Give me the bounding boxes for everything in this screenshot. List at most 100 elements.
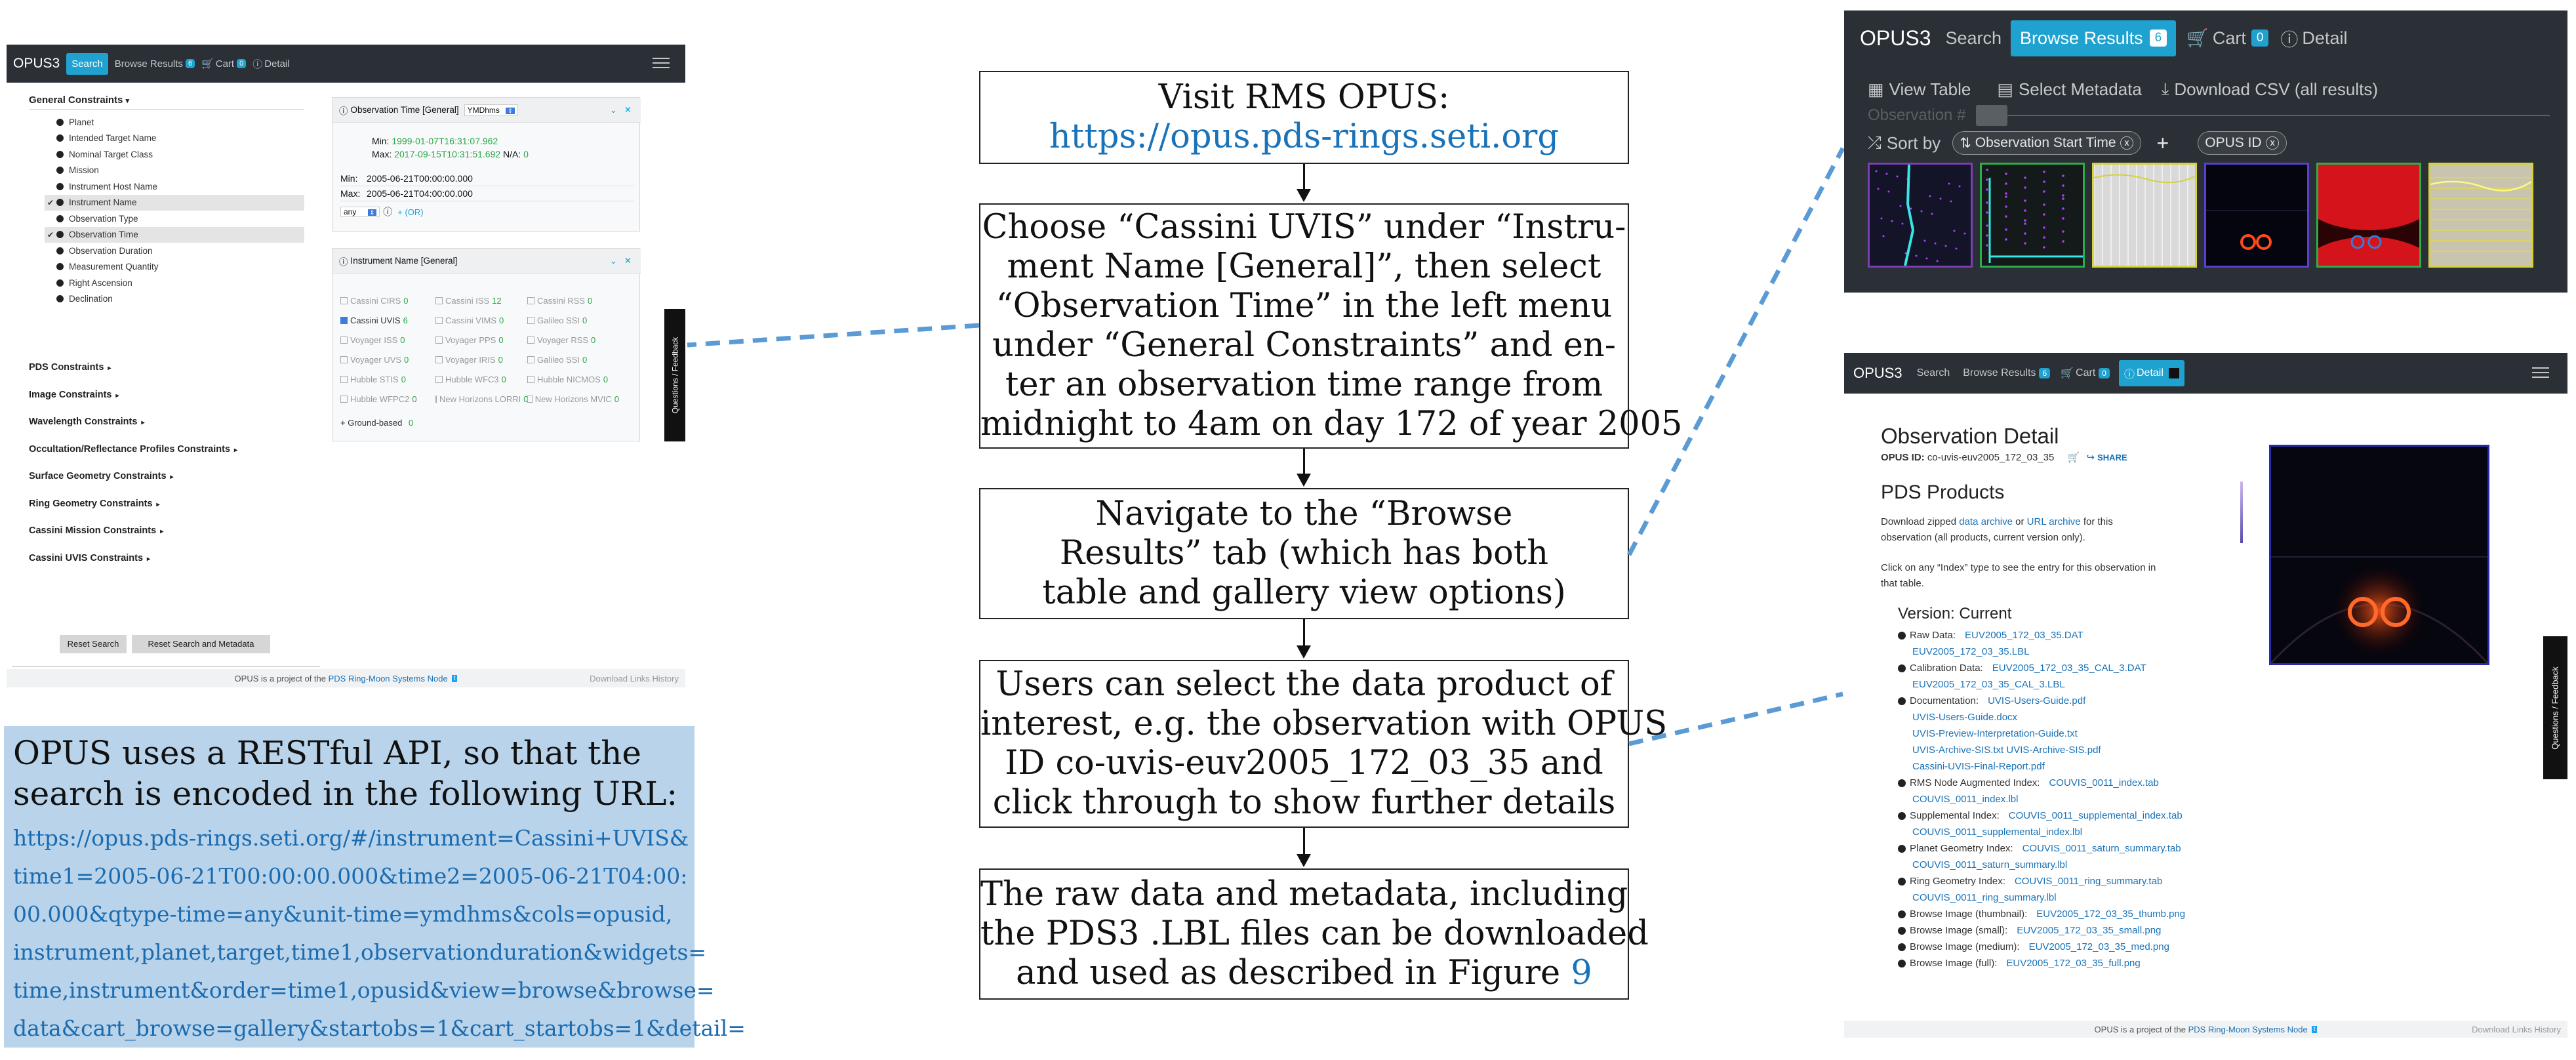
download-csv-button[interactable]: ⤓ Download CSV (all results) <box>2162 79 2378 100</box>
brand-logo[interactable]: OPUS3 <box>13 56 60 71</box>
hamburger-menu-icon[interactable] <box>2532 367 2549 378</box>
product-file-link[interactable]: COUVIS_0011_supplemental_index.lbl <box>1912 826 2083 838</box>
product-file-link[interactable]: COUVIS_0011_supplemental_index.tab <box>2008 810 2183 821</box>
time-min-input[interactable]: 2005-06-21T00:00:00.000 <box>367 173 473 184</box>
download-history-link[interactable]: Download Links History <box>590 673 679 683</box>
product-file-link[interactable]: UVIS-Preview-Interpretation-Guide.txt <box>1912 728 2078 739</box>
gallery-thumbnail[interactable] <box>1868 163 1973 268</box>
constraint-group[interactable]: Image Constraints▸ <box>29 390 304 417</box>
close-icon[interactable]: ✕ <box>624 104 632 115</box>
nav-cart[interactable]: 🛒 Cart 0 <box>2061 367 2110 380</box>
hamburger-menu-icon[interactable] <box>653 58 670 68</box>
product-file-link[interactable]: EUV2005_172_03_35_small.png <box>2017 925 2162 936</box>
nav-cart[interactable]: 🛒 Cart 0 <box>201 58 247 70</box>
api-url[interactable]: https://opus.pds-rings.seti.org/#/instru… <box>13 819 746 1048</box>
nav-search[interactable]: Search <box>1945 28 2002 49</box>
general-item[interactable]: Instrument Host Name <box>45 178 304 195</box>
collapse-icon[interactable]: ⌄ <box>609 255 617 266</box>
nav-browse-results[interactable]: Browse Results 6 <box>115 58 195 70</box>
cart-add-icon[interactable]: 🛒 <box>2067 452 2080 463</box>
url-line[interactable]: https://opus.pds-rings.seti.org/#/instru… <box>13 825 689 851</box>
collapse-icon[interactable]: ⌄ <box>609 104 617 115</box>
url-line[interactable]: time1=2005-06-21T00:00:00.000&time2=2005… <box>13 863 688 889</box>
product-file-link[interactable]: EUV2005_172_03_35_med.png <box>2028 941 2169 952</box>
general-item[interactable]: ✔Instrument Name <box>45 194 304 211</box>
general-item[interactable]: Declination <box>45 291 304 308</box>
product-file-link[interactable]: UVIS-Archive-SIS.txt UVIS-Archive-SIS.pd… <box>1912 744 2101 756</box>
brand-logo[interactable]: OPUS3 <box>1860 26 1931 50</box>
product-file-link[interactable]: EUV2005_172_03_35.LBL <box>1912 646 2030 657</box>
constraint-group[interactable]: Surface Geometry Constraints▸ <box>29 471 304 499</box>
constraint-group[interactable]: Ring Geometry Constraints▸ <box>29 499 304 526</box>
url-line[interactable]: 00.000&qtype-time=any&unit-time=ymdhms&c… <box>13 901 673 927</box>
gallery-thumbnail[interactable] <box>2092 163 2197 268</box>
constraint-group[interactable]: PDS Constraints▸ <box>29 362 304 390</box>
product-file-link[interactable]: EUV2005_172_03_35_CAL_3.DAT <box>1992 662 2146 674</box>
general-item[interactable]: Observation Duration <box>45 243 304 259</box>
url-line[interactable]: data&cart_browse=gallery&startobs=1&cart… <box>13 1015 746 1041</box>
nav-cart[interactable]: 🛒 Cart 0 <box>2186 28 2269 49</box>
product-file-link[interactable]: EUV2005_172_03_35_full.png <box>2006 958 2141 969</box>
product-file-link[interactable]: COUVIS_0011_saturn_summary.tab <box>2022 843 2181 854</box>
slider-track[interactable] <box>2007 115 2550 116</box>
product-file-link[interactable]: COUVIS_0011_index.tab <box>2049 777 2159 788</box>
reset-search-metadata-button[interactable]: Reset Search and Metadata <box>132 635 270 653</box>
add-or-button[interactable]: + (OR) <box>397 207 424 217</box>
scroll-indicator[interactable] <box>2240 481 2243 543</box>
product-file-link[interactable]: COUVIS_0011_ring_summary.lbl <box>1912 892 2057 903</box>
close-icon[interactable]: ✕ <box>624 255 632 266</box>
footer-link[interactable]: PDS Ring-Moon Systems Node <box>328 673 448 683</box>
sort-pill[interactable]: ⇅ Observation Start Time ⓧ <box>1952 131 2141 155</box>
gallery-thumbnail[interactable] <box>2204 163 2309 268</box>
download-history-link[interactable]: Download Links History <box>2472 1024 2561 1034</box>
ground-based-row[interactable]: + Ground-based 0 <box>340 418 413 428</box>
product-file-link[interactable]: UVIS-Users-Guide.docx <box>1912 712 2018 723</box>
product-file-link[interactable]: COUVIS_0011_saturn_summary.lbl <box>1912 859 2068 870</box>
general-constraints-header[interactable]: General Constraints ▾ <box>29 94 129 106</box>
remove-icon[interactable]: ⓧ <box>2265 136 2280 152</box>
figure-ref-link[interactable]: 9 <box>1571 954 1592 992</box>
share-button[interactable]: SHARE <box>2097 453 2127 462</box>
general-item[interactable]: Observation Type <box>45 211 304 227</box>
twitter-icon[interactable]: t <box>2311 1025 2318 1033</box>
nav-browse-results[interactable]: Browse Results 6 <box>2011 20 2177 56</box>
product-file-link[interactable]: Cassini-UVIS-Final-Report.pdf <box>1912 761 2045 772</box>
reset-search-button[interactable]: Reset Search <box>60 635 127 653</box>
general-item[interactable]: Nominal Target Class <box>45 146 304 163</box>
feedback-tab[interactable]: Questions / Feedback <box>664 309 685 441</box>
time-format-select[interactable]: YMDhms ⇕ <box>464 104 518 116</box>
feedback-tab[interactable]: Questions / Feedback <box>2543 636 2567 779</box>
url-line[interactable]: time,instrument&order=time1,opusid&view=… <box>13 977 715 1003</box>
opus-url-link[interactable]: https://opus.pds-rings.seti.org <box>1049 117 1560 156</box>
product-file-link[interactable]: COUVIS_0011_index.lbl <box>1912 794 2019 805</box>
product-file-link[interactable]: UVIS-Users-Guide.pdf <box>1988 695 2086 706</box>
nav-detail[interactable]: ⓘ Detail <box>252 57 289 71</box>
general-item[interactable]: Mission <box>45 163 304 179</box>
gallery-thumbnail[interactable] <box>2316 163 2421 268</box>
observation-number-input[interactable] <box>1976 105 2008 126</box>
twitter-icon[interactable]: t <box>451 674 458 682</box>
constraint-group[interactable]: Occultation/Reflectance Profiles Constra… <box>29 444 304 472</box>
constraint-group[interactable]: Wavelength Constraints▸ <box>29 417 304 444</box>
gallery-thumbnail[interactable] <box>1980 163 2085 268</box>
general-item[interactable]: Intended Target Name <box>45 131 304 147</box>
general-item[interactable]: Right Ascension <box>45 275 304 291</box>
nav-browse-results[interactable]: Browse Results 6 <box>1963 367 2051 379</box>
gallery-thumbnail[interactable] <box>2428 163 2533 268</box>
product-file-link[interactable]: COUVIS_0011_ring_summary.tab <box>2014 876 2163 887</box>
